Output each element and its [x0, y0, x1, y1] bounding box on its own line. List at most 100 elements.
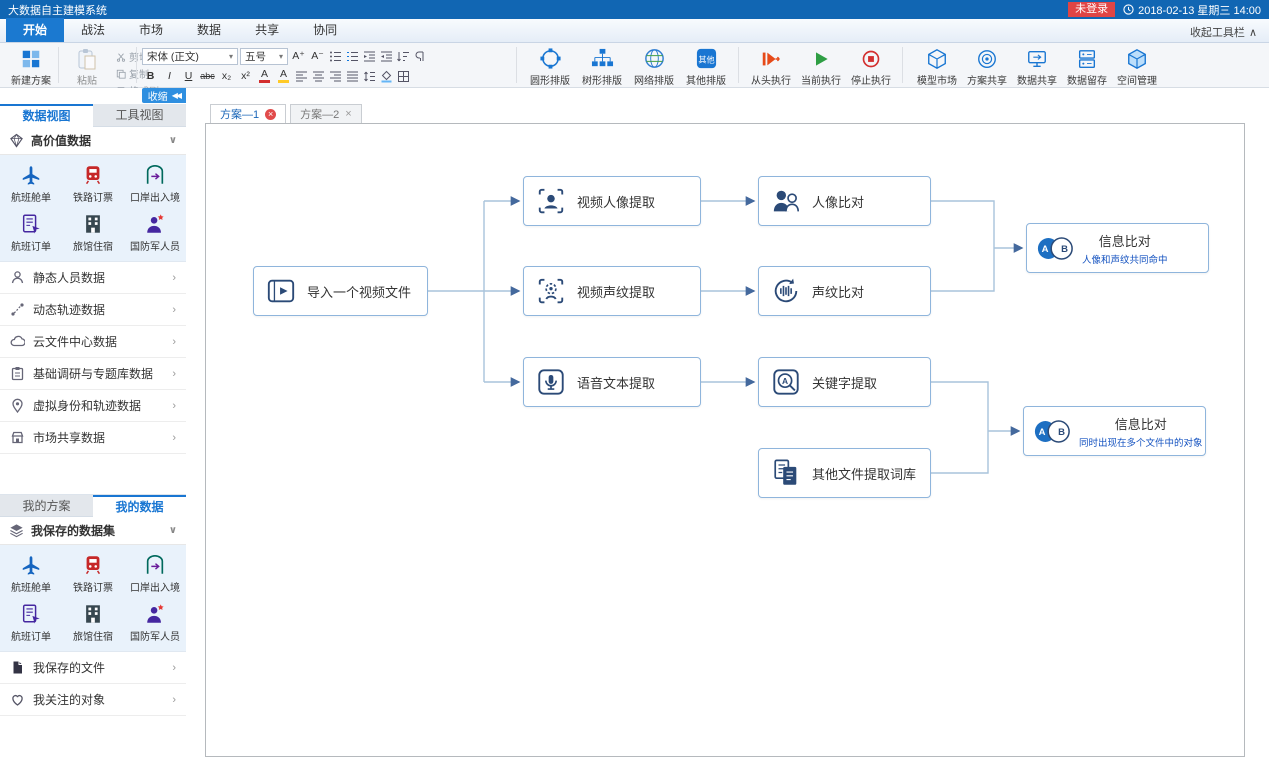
tab-tool-view[interactable]: 工具视图: [93, 104, 186, 127]
close-tab-icon[interactable]: ×: [345, 107, 352, 120]
flow-canvas[interactable]: 导入一个视频文件 视频人像提取 视频声纹提取 语音文本提取 人像比对 声纹比对 …: [205, 123, 1245, 757]
italic-button[interactable]: I: [168, 70, 171, 82]
other-layout-button[interactable]: 其他 其他排版: [680, 45, 732, 87]
fill-color-icon[interactable]: [379, 69, 394, 84]
paragraph-mark-icon[interactable]: [413, 49, 428, 64]
close-tab-icon[interactable]: ×: [265, 108, 277, 120]
bold-button[interactable]: B: [146, 70, 155, 82]
model-market-button[interactable]: 模型市场: [912, 45, 962, 87]
indent-increase-icon[interactable]: [379, 49, 394, 64]
cut-button[interactable]: 剪切: [116, 49, 159, 64]
superscript-button[interactable]: x²: [241, 70, 250, 82]
section-static-personnel[interactable]: 静态人员数据 ›: [0, 262, 186, 294]
ribbon-tab-share[interactable]: 共享: [255, 23, 280, 37]
circular-layout-button[interactable]: 圆形排版: [524, 45, 576, 87]
data-retention-button[interactable]: 数据留存: [1062, 45, 1112, 87]
dataset-hotel-stay[interactable]: 旅馆住宿: [62, 597, 124, 646]
chevron-right-icon: ›: [172, 661, 176, 674]
section-saved-datasets[interactable]: 我保存的数据集 ∨: [0, 517, 186, 545]
align-left-icon[interactable]: [294, 69, 309, 84]
section-market-shared-data[interactable]: 市场共享数据 ›: [0, 422, 186, 454]
dataset-military-personnel[interactable]: 国防军人员: [124, 597, 186, 646]
node-video-face-extract[interactable]: 视频人像提取: [523, 176, 701, 226]
play-icon: [811, 45, 831, 72]
ribbon-tab-collab[interactable]: 协同: [313, 23, 338, 37]
font-family-combo[interactable]: 宋体 (正文) ▾: [142, 47, 238, 65]
face-scan-icon: [536, 186, 566, 216]
tab-my-schemes[interactable]: 我的方案: [0, 495, 93, 517]
dataset-railway-ticket[interactable]: 铁路订票: [62, 548, 124, 597]
tab-scheme-2[interactable]: 方案—2 ×: [290, 104, 362, 123]
node-video-voiceprint-extract[interactable]: 视频声纹提取: [523, 266, 701, 316]
numbered-list-icon[interactable]: [345, 49, 360, 64]
highlight-color-button[interactable]: A: [275, 68, 292, 85]
section-virtual-identity[interactable]: 虚拟身份和轨迹数据 ›: [0, 390, 186, 422]
tab-my-data[interactable]: 我的数据: [93, 495, 186, 517]
flight-order-icon: [20, 213, 42, 235]
node-speech-text-extract[interactable]: 语音文本提取: [523, 357, 701, 407]
login-status-badge[interactable]: 未登录: [1068, 2, 1116, 17]
dataset-military-personnel[interactable]: 国防军人员: [124, 207, 186, 256]
tab-data-view[interactable]: 数据视图: [0, 104, 93, 127]
node-keyword-extract[interactable]: A 关键字提取: [758, 357, 931, 407]
align-justify-icon[interactable]: [345, 69, 360, 84]
font-size-combo[interactable]: 五号 ▾: [240, 47, 288, 65]
dataset-flight-order[interactable]: 航班订单: [0, 207, 62, 256]
ribbon-tab-market[interactable]: 市场: [139, 23, 164, 37]
tree-layout-button[interactable]: 树形排版: [576, 45, 628, 87]
section-dynamic-trajectory[interactable]: 动态轨迹数据 ›: [0, 294, 186, 326]
dataset-flight-order[interactable]: 航班订单: [0, 597, 62, 646]
section-basic-research[interactable]: 基础调研与专题库数据 ›: [0, 358, 186, 390]
dataset-flight-manifest[interactable]: 航班舱单: [0, 158, 62, 207]
node-face-compare[interactable]: 人像比对: [758, 176, 931, 226]
svg-text:A: A: [1039, 427, 1046, 438]
cube-box-icon: [1126, 45, 1148, 72]
indent-decrease-icon[interactable]: [362, 49, 377, 64]
dataset-port-entry-exit[interactable]: 口岸出入境: [124, 548, 186, 597]
shrink-font-button[interactable]: A⁻: [311, 50, 324, 62]
underline-button[interactable]: U: [184, 70, 193, 82]
section-cloud-file-center[interactable]: 云文件中心数据 ›: [0, 326, 186, 358]
bullet-list-icon[interactable]: [328, 49, 343, 64]
section-high-value-data[interactable]: 高价值数据 ∨: [0, 127, 186, 155]
scheme-share-button[interactable]: 方案共享: [962, 45, 1012, 87]
sidebar-collapse-button[interactable]: 收缩 ◀◀: [141, 88, 186, 103]
borders-icon[interactable]: [396, 69, 411, 84]
dataset-hotel-stay[interactable]: 旅馆住宿: [62, 207, 124, 256]
align-right-icon[interactable]: [328, 69, 343, 84]
dataset-port-entry-exit[interactable]: 口岸出入境: [124, 158, 186, 207]
train-icon: [82, 164, 104, 186]
ribbon-tab-start[interactable]: 开始: [6, 18, 65, 42]
node-other-file-lexicon[interactable]: 其他文件提取词库: [758, 448, 931, 498]
new-scheme-button[interactable]: 新建方案: [6, 45, 56, 87]
font-color-button[interactable]: A: [256, 68, 273, 85]
data-share-button[interactable]: 数据共享: [1012, 45, 1062, 87]
ribbon-tab-data[interactable]: 数据: [197, 23, 222, 37]
dataset-flight-manifest[interactable]: 航班舱单: [0, 548, 62, 597]
space-management-button[interactable]: 空间管理: [1112, 45, 1162, 87]
align-center-icon[interactable]: [311, 69, 326, 84]
run-from-start-button[interactable]: 从头执行: [746, 45, 796, 87]
subscript-button[interactable]: x₂: [221, 70, 232, 82]
node-import-video[interactable]: 导入一个视频文件: [253, 266, 428, 316]
run-current-button[interactable]: 当前执行: [796, 45, 846, 87]
stop-run-button[interactable]: 停止执行: [846, 45, 896, 87]
sort-icon[interactable]: [396, 49, 411, 64]
tab-scheme-1[interactable]: 方案—1 ×: [210, 104, 287, 123]
network-layout-button[interactable]: 网络排版: [628, 45, 680, 87]
line-spacing-icon[interactable]: [362, 69, 377, 84]
grow-font-button[interactable]: A⁺: [292, 50, 305, 62]
collapse-toolbar-button[interactable]: 收起工具栏 ∧: [1190, 24, 1257, 40]
node-voiceprint-compare[interactable]: 声纹比对: [758, 266, 931, 316]
section-my-saved-files[interactable]: 我保存的文件 ›: [0, 652, 186, 684]
section-followed-objects[interactable]: 我关注的对象 ›: [0, 684, 186, 716]
paste-button[interactable]: 粘贴: [62, 45, 112, 87]
copy-button[interactable]: 复制: [116, 66, 159, 81]
ribbon-tab-tactics[interactable]: 战法: [81, 23, 106, 37]
dataset-railway-ticket[interactable]: 铁路订票: [62, 158, 124, 207]
canvas-tabbar: 方案—1 × 方案—2 ×: [205, 104, 1245, 123]
strikethrough-button[interactable]: abc: [200, 71, 215, 81]
